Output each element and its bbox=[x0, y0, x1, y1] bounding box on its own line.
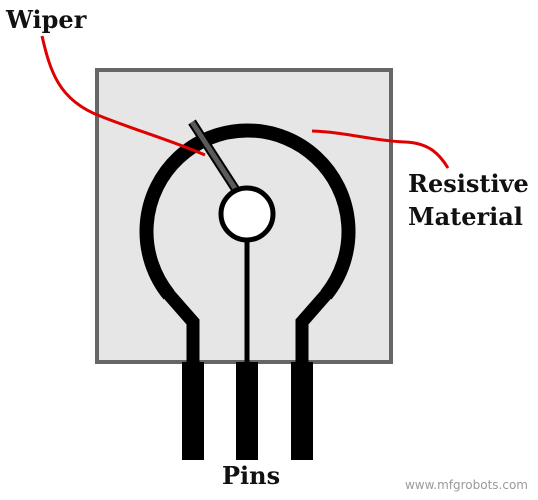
right-pin bbox=[291, 362, 313, 460]
left-pin-lead bbox=[160, 285, 200, 362]
resistive-pointer-line bbox=[311, 129, 450, 169]
resistive-material-label-line2: Material bbox=[408, 202, 523, 231]
wiper-pointer-line bbox=[40, 35, 206, 157]
wiper-label: Wiper bbox=[6, 5, 87, 34]
center-pin bbox=[236, 362, 258, 460]
right-pin-lead bbox=[295, 285, 335, 362]
pins-label: Pins bbox=[222, 461, 281, 490]
resistive-track bbox=[139, 123, 356, 300]
left-pin bbox=[182, 362, 204, 460]
resistive-material-label-line1: Resistive bbox=[408, 169, 529, 198]
watermark: www.mfgrobots.com bbox=[404, 478, 528, 492]
wiper-arm-inner bbox=[189, 120, 239, 192]
center-shaft bbox=[218, 185, 276, 243]
